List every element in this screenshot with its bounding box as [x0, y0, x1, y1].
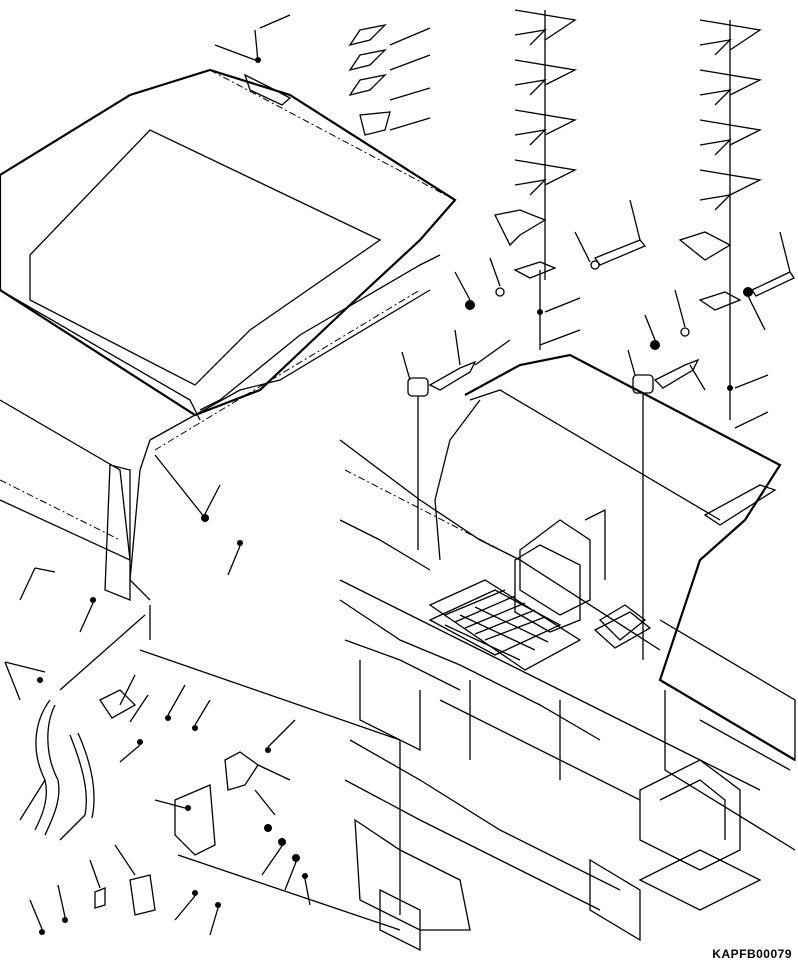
shim-stack-right	[678, 19, 763, 420]
mount-assembly-middle	[401, 199, 647, 550]
shim-stack-middle	[494, 9, 578, 350]
mount-assembly-right	[627, 231, 795, 660]
shim-stack-left	[348, 23, 431, 136]
machine-frame-assembly	[339, 353, 796, 952]
drawing-code-label: KAPFB00079	[712, 947, 792, 961]
top-bracket-plate	[214, 14, 292, 106]
grid-panel	[428, 544, 652, 661]
hood-cover-panel	[0, 68, 457, 601]
left-hardware-group	[4, 454, 401, 936]
